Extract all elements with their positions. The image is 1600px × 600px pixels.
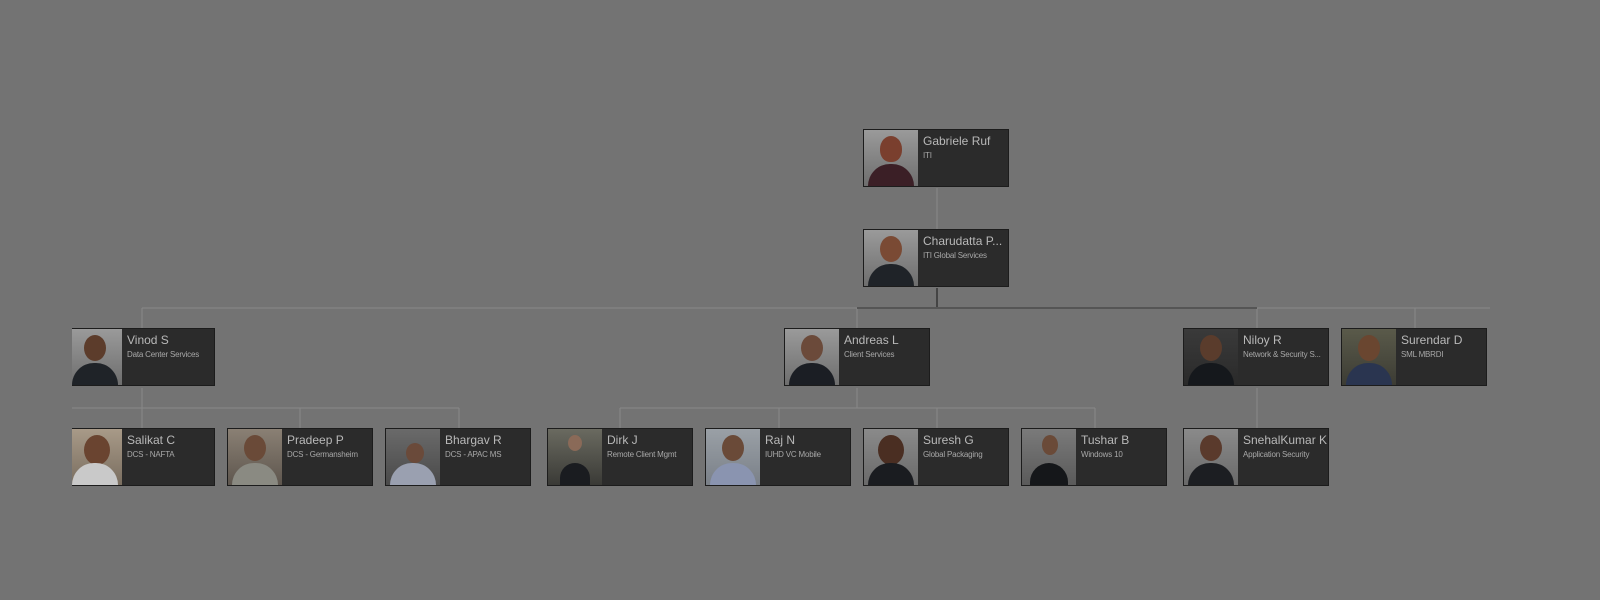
node-name: Raj N	[765, 433, 796, 447]
node-title: Global Packaging	[923, 450, 983, 459]
org-node-pradeep[interactable]: Pradeep P DCS - Germansheim	[227, 428, 373, 486]
avatar	[228, 429, 282, 485]
node-name: Vinod S	[127, 333, 169, 347]
avatar	[1022, 429, 1076, 485]
node-name: Niloy R	[1243, 333, 1282, 347]
node-title: ITI	[923, 151, 932, 160]
avatar	[1184, 329, 1238, 385]
org-node-surendar[interactable]: Surendar D SML MBRDI	[1341, 328, 1487, 386]
org-node-dirk[interactable]: Dirk J Remote Client Mgmt	[547, 428, 693, 486]
avatar	[72, 429, 122, 485]
org-node-tushar[interactable]: Tushar B Windows 10	[1021, 428, 1167, 486]
org-node-snehal[interactable]: SnehalKumar K Application Security	[1183, 428, 1329, 486]
org-node-gabriele[interactable]: Gabriele Ruf ITI	[863, 129, 1009, 187]
avatar	[864, 230, 918, 286]
avatar	[1342, 329, 1396, 385]
node-title: Data Center Services	[127, 350, 200, 359]
org-node-bhargav[interactable]: Bhargav R DCS - APAC MS	[385, 428, 531, 486]
node-title: DCS - Germansheim	[287, 450, 358, 459]
node-name: Suresh G	[923, 433, 974, 447]
node-title: IUHD VC Mobile	[765, 450, 821, 459]
node-name: Surendar D	[1401, 333, 1463, 347]
node-name: Andreas L	[844, 333, 899, 347]
avatar	[706, 429, 760, 485]
org-node-raj[interactable]: Raj N IUHD VC Mobile	[705, 428, 851, 486]
avatar	[864, 130, 918, 186]
node-title: Remote Client Mgmt	[607, 450, 677, 459]
org-node-andreas[interactable]: Andreas L Client Services	[784, 328, 930, 386]
node-title: DCS - NAFTA	[127, 450, 175, 459]
avatar	[1184, 429, 1238, 485]
node-name: Dirk J	[607, 433, 638, 447]
node-title: Network & Security S...	[1243, 350, 1321, 359]
node-title: Windows 10	[1081, 450, 1123, 459]
org-node-salikat[interactable]: Salikat C DCS - NAFTA	[72, 428, 215, 486]
node-name: Pradeep P	[287, 433, 344, 447]
node-title: Application Security	[1243, 450, 1310, 459]
avatar	[386, 429, 440, 485]
avatar	[864, 429, 918, 485]
node-name: Charudatta P...	[923, 234, 1003, 248]
node-title: SML MBRDI	[1401, 350, 1444, 359]
node-title: Client Services	[844, 350, 895, 359]
avatar	[785, 329, 839, 385]
node-name: Tushar B	[1081, 433, 1130, 447]
node-name: Gabriele Ruf	[923, 134, 991, 148]
node-title: DCS - APAC MS	[445, 450, 502, 459]
avatar	[548, 429, 602, 485]
org-node-niloy[interactable]: Niloy R Network & Security S...	[1183, 328, 1329, 386]
org-node-charudatta[interactable]: Charudatta P... ITI Global Services	[863, 229, 1009, 287]
avatar	[72, 329, 122, 385]
org-node-vinod[interactable]: Vinod S Data Center Services	[72, 328, 215, 386]
node-name: Salikat C	[127, 433, 176, 447]
node-name: SnehalKumar K	[1243, 433, 1327, 447]
org-node-suresh[interactable]: Suresh G Global Packaging	[863, 428, 1009, 486]
node-name: Bhargav R	[445, 433, 502, 447]
node-title: ITI Global Services	[923, 251, 987, 260]
